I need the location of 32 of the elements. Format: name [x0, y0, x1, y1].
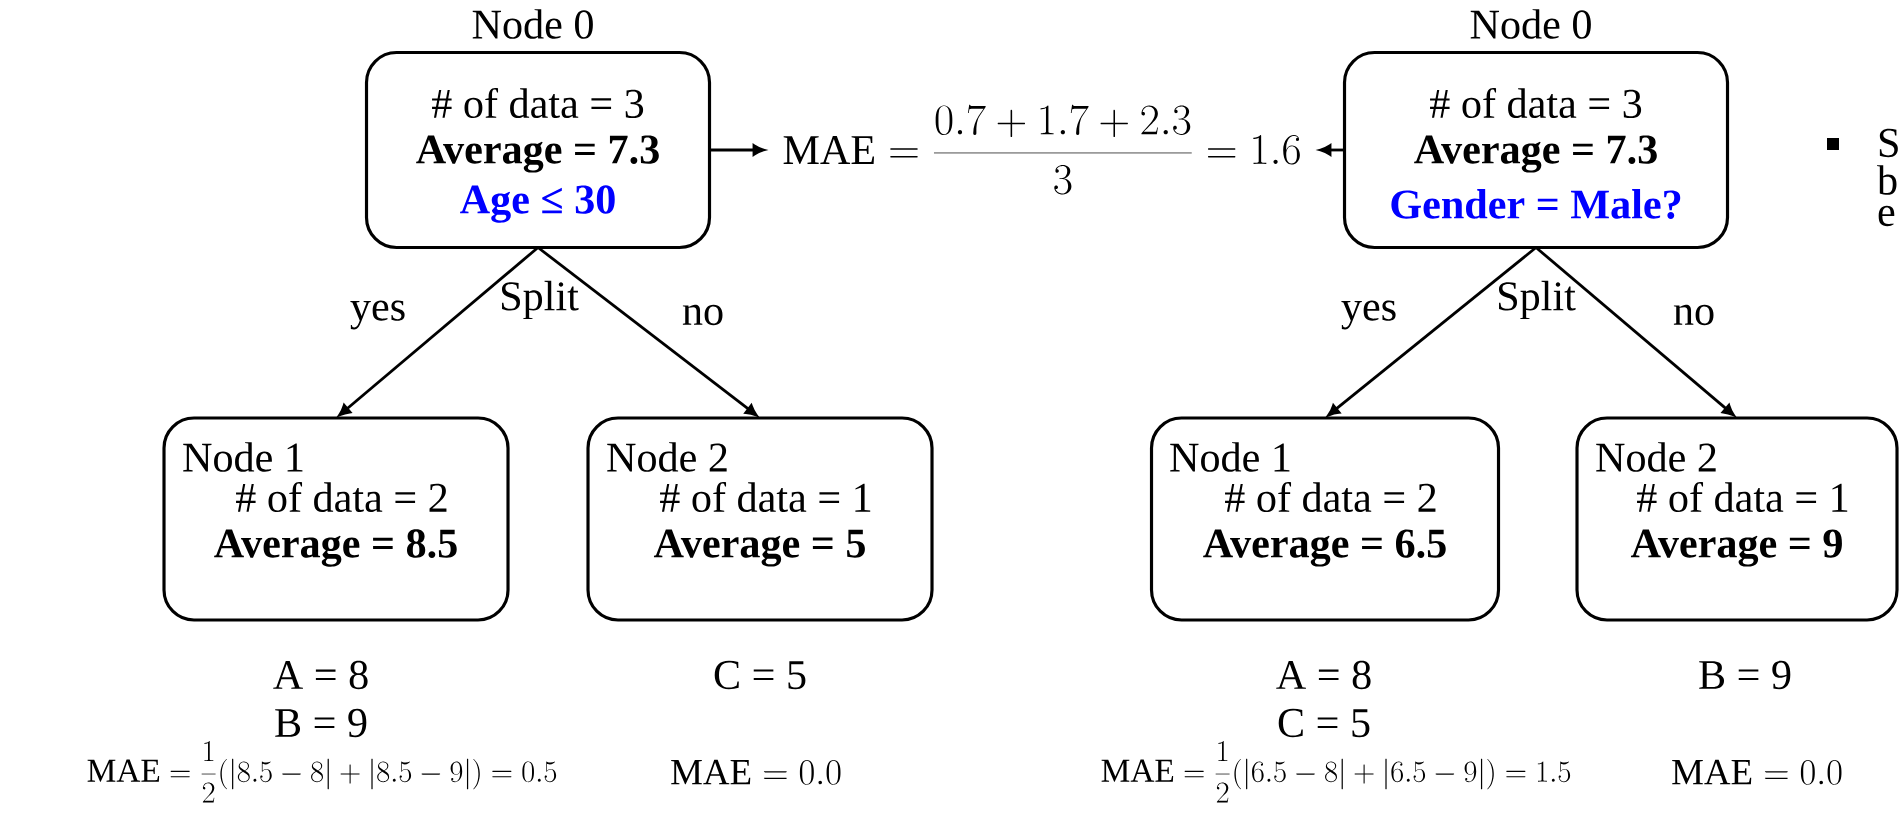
- edge-label: yes: [346, 297, 410, 333]
- formula: $\mathrm{MAE} = 0.0$: [671, 759, 841, 785]
- tree-node-box: # of data = 3 Average = 7.3 Gender = Male?: [1342, 50, 1730, 250]
- formula: $\mathrm{MAE} = \frac{1}{2}(|6.5-8|+|6.5-9|) = 1.5$: [1101, 741, 1571, 803]
- arrow: [1327, 246, 1537, 417]
- data-value: A = 8: [273, 660, 368, 690]
- cut-off-text: S: [1879, 128, 1898, 158]
- arrow: [338, 246, 539, 417]
- edge-label: no: [1669, 301, 1719, 329]
- node-heading: Node 0: [472, 9, 593, 39]
- data-value: B = 9: [1699, 660, 1791, 690]
- data-value: C = 5: [714, 660, 806, 690]
- tree-node-box: # of data = 3 Average = 7.3 Age ≤ 30: [364, 50, 712, 250]
- formula: $\mathrm{MAE} = \frac{1}{2}(|8.5-8|+|8.5-9|) = 0.5$: [87, 741, 557, 803]
- cut-off-text: e: [1878, 205, 1895, 227]
- arrow: [1535, 246, 1735, 417]
- edge-label: no: [678, 301, 728, 329]
- data-value: A = 8: [1276, 660, 1371, 690]
- node-heading: Node 0: [1470, 9, 1591, 39]
- edge-label: yes: [1337, 297, 1401, 333]
- cut-off-text: b: [1877, 165, 1897, 195]
- split-label: Split: [502, 280, 579, 320]
- arrow: [537, 246, 758, 417]
- tree-node-box: Node 1 # of data = 2 Average = 8.5: [162, 416, 510, 622]
- formula: $\mathrm{MAE} = \frac{0.7 + 1.7 + 2.3}{3} = 1.6$: [783, 104, 1300, 195]
- tree-node-box: Node 2 # of data = 1 Average = 5: [586, 416, 934, 622]
- data-value: C = 5: [1278, 708, 1370, 738]
- tree-node-box: Node 2 # of data = 1 Average = 9: [1575, 416, 1899, 622]
- formula: $\mathrm{MAE} = 0.0$: [1672, 759, 1842, 785]
- data-value: B = 9: [275, 708, 367, 738]
- split-label: Split: [1499, 280, 1576, 320]
- tree-node-box: Node 1 # of data = 2 Average = 6.5: [1149, 416, 1501, 622]
